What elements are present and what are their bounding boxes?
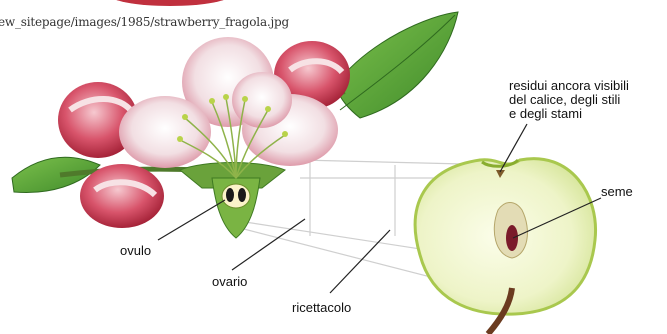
- leaf-top-right: [335, 12, 458, 118]
- label-residui: residui ancora visibili del calice, degl…: [509, 79, 629, 121]
- apple-cross-section: [415, 159, 595, 334]
- label-residui-line2: del calice, degli stili: [509, 93, 629, 107]
- label-residui-line3: e degli stami: [509, 107, 629, 121]
- label-seme: seme: [601, 185, 633, 199]
- label-residui-line1: residui ancora visibili: [509, 79, 629, 93]
- image-path-text: ew_sitepage/images/1985/strawberry_frago…: [0, 15, 289, 29]
- label-ovulo: ovulo: [120, 244, 151, 258]
- cropped-top-shape: [108, 0, 232, 6]
- label-ricettacolo: ricettacolo: [292, 301, 351, 315]
- bud-left-bottom: [80, 164, 164, 228]
- label-ovario: ovario: [212, 275, 247, 289]
